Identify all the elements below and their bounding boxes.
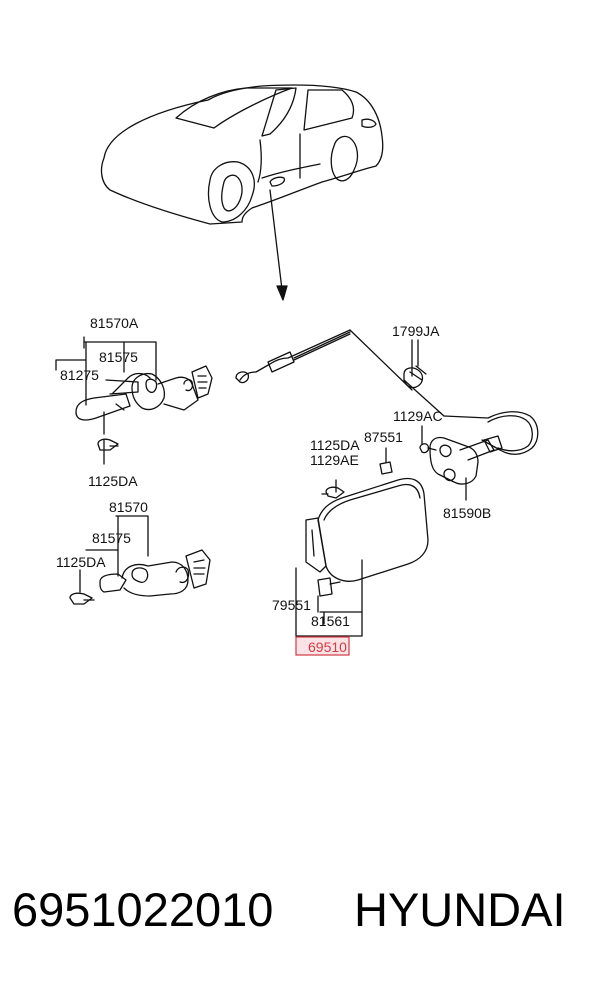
label-1125DA-bottom: 1125DA [56,554,106,570]
highlighted-part-69510: 69510 [295,636,350,656]
label-79551: 79551 [272,597,311,613]
label-1125DA-mid: 1125DA [310,437,360,453]
label-1125DA-top: 1125DA [88,473,138,489]
label-69510: 69510 [308,639,347,655]
part-number: 6951022010 [12,883,274,936]
label-87551: 87551 [364,429,403,445]
label-81590B: 81590B [443,505,491,521]
car-illustration [100,84,384,225]
label-81570A: 81570A [90,315,139,331]
label-81570: 81570 [109,499,148,515]
fuel-filler-door [295,477,429,637]
release-cable [235,329,539,455]
label-1799JA: 1799JA [392,323,440,339]
footer: 6951022010 HYUNDAI [0,880,600,950]
label-81575-top: 81575 [99,349,138,365]
pointer-arrow [269,189,288,301]
callout-labels: 81570A 81575 81275 1125DA 81570 81575 11… [56,315,491,629]
label-1129AE: 1129AE [310,452,359,468]
fuel-door-hinge [419,435,503,501]
nut-87551 [379,447,393,475]
label-1129AC: 1129AC [393,408,443,424]
release-lever-lower [69,515,211,605]
label-81561: 81561 [311,613,350,629]
brand-name: HYUNDAI [354,883,566,936]
label-81575-bottom: 81575 [92,530,131,546]
label-81275: 81275 [60,367,99,383]
release-lever-upper [55,336,213,465]
bolt-1125da-1129ae [321,479,345,499]
